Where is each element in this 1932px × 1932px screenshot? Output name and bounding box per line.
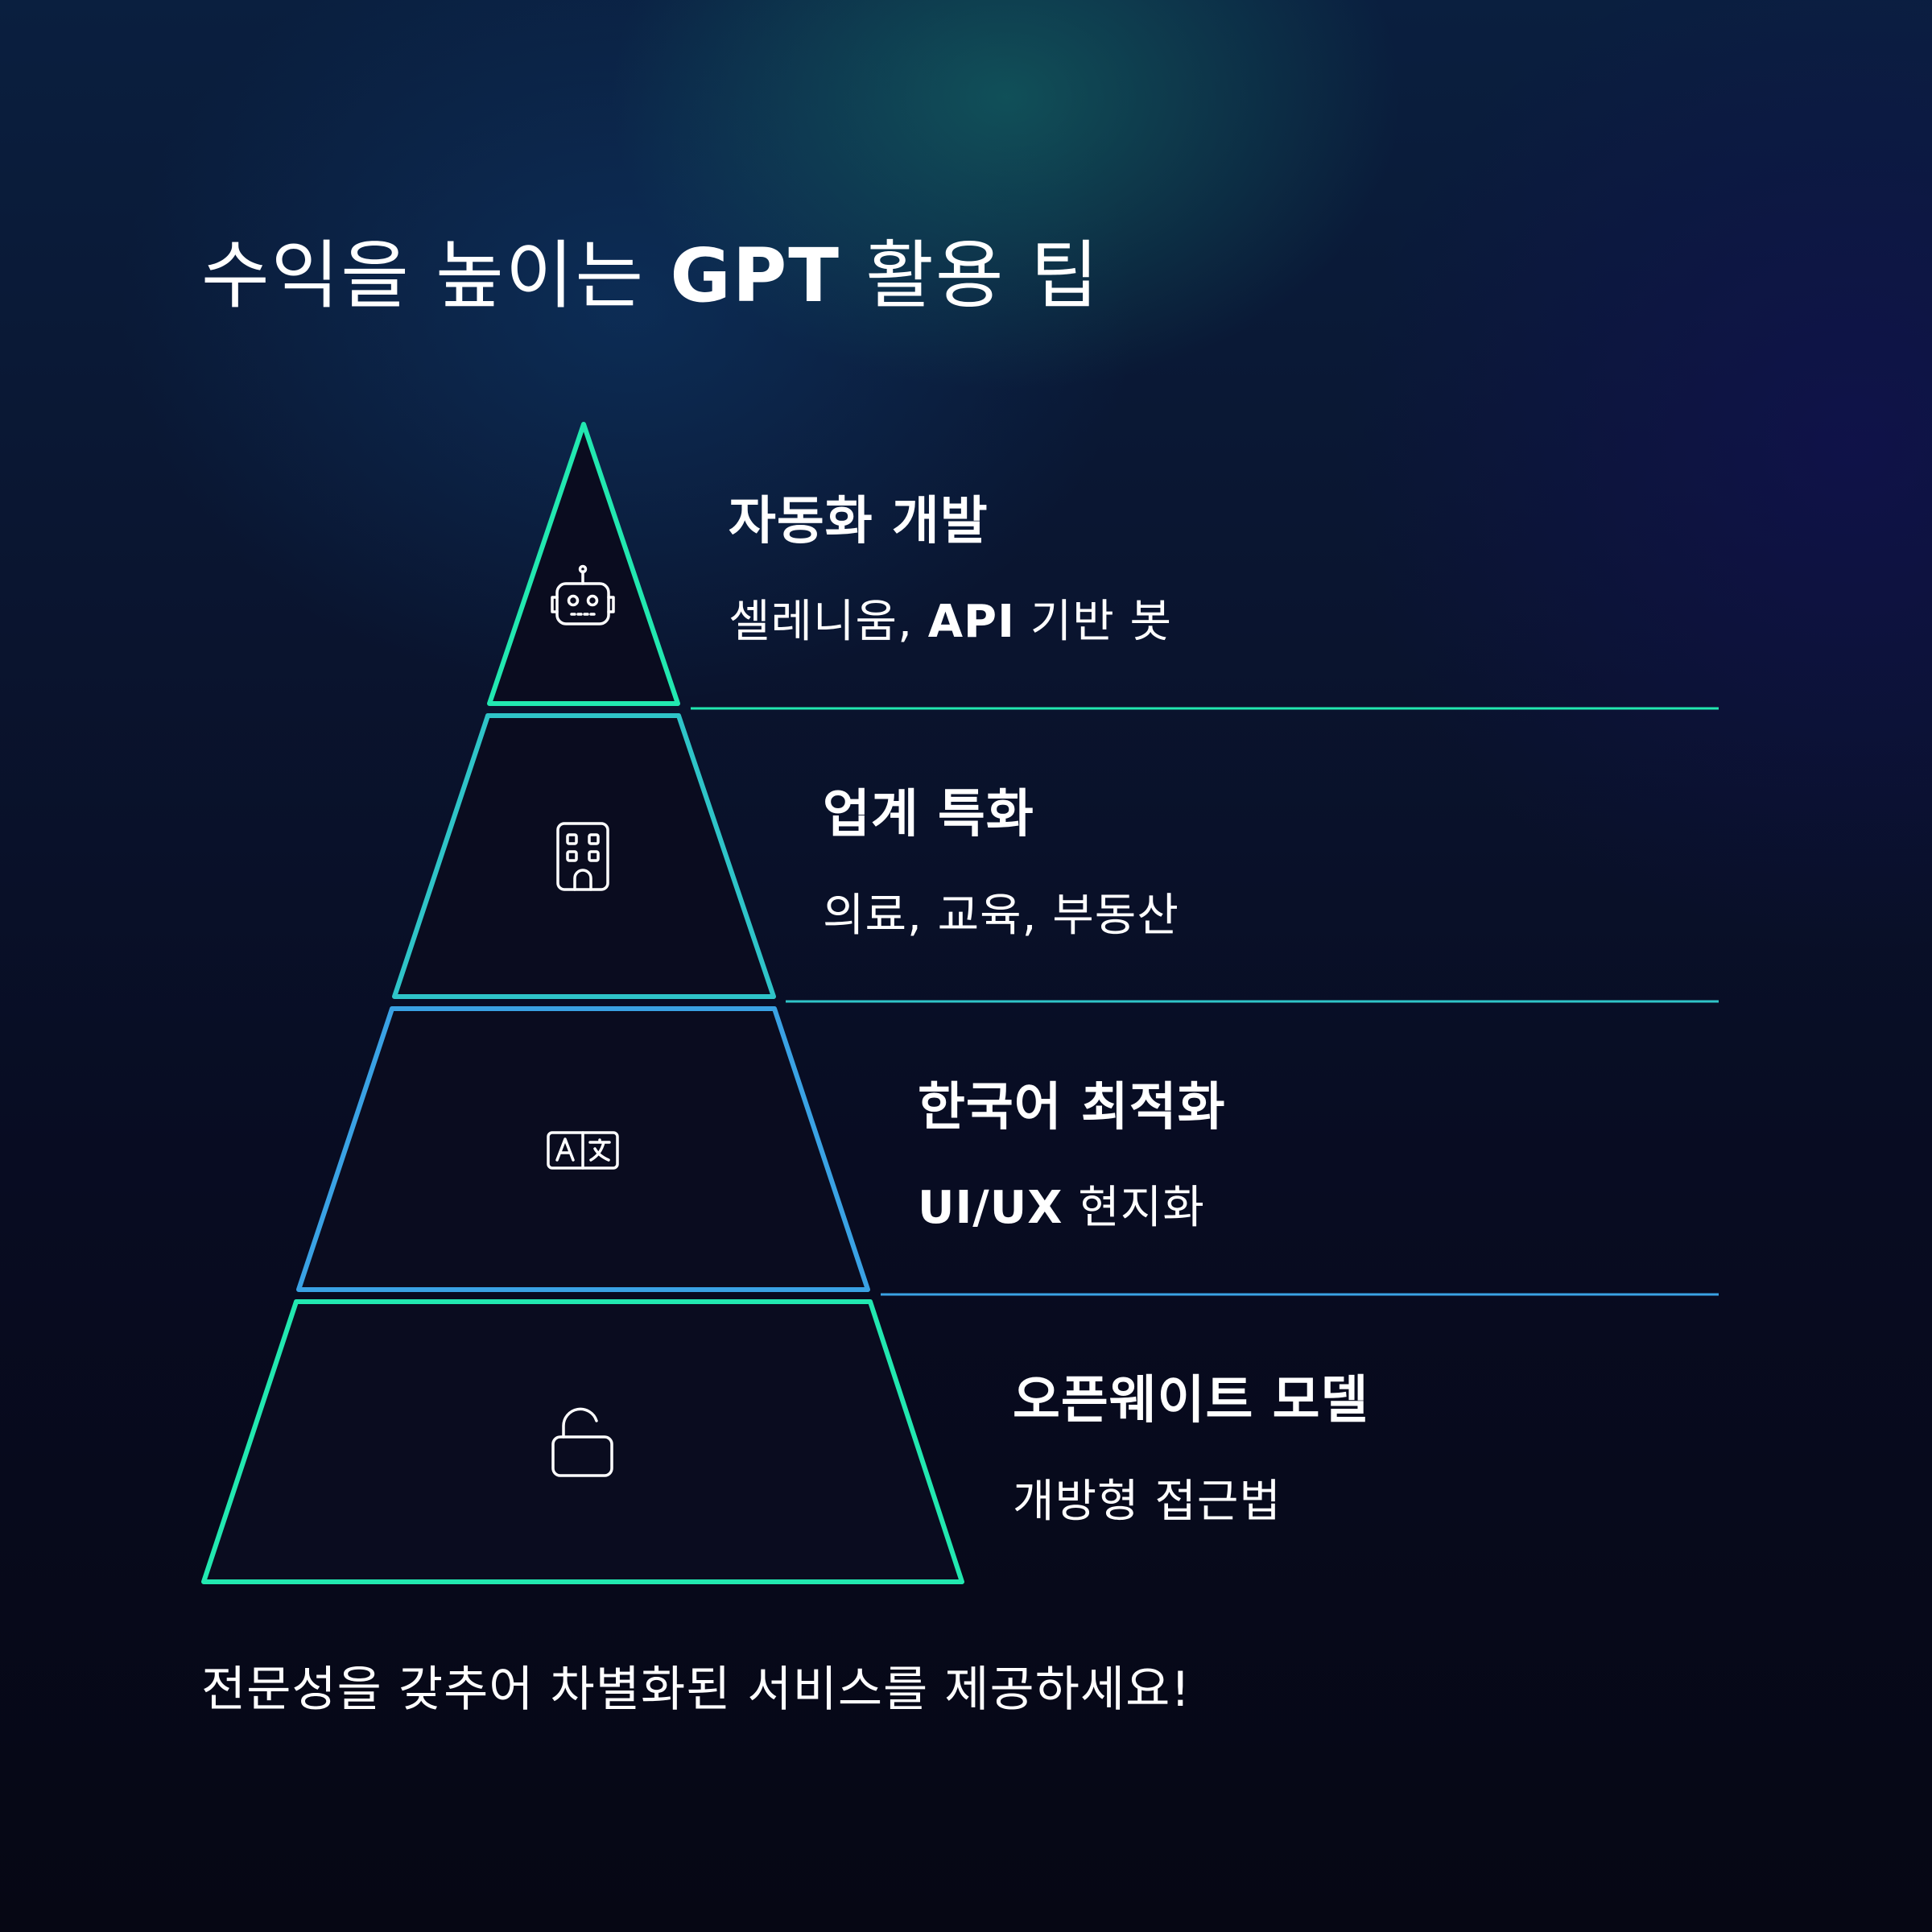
tier-1-description: 셀레니움, API 기반 봇 bbox=[729, 585, 1172, 650]
title-emphasis: GPT bbox=[670, 233, 841, 319]
tier-4-description: 개방형 접근법 bbox=[1013, 1465, 1282, 1530]
tier-3-heading: 한국어 최적화 bbox=[918, 1078, 1226, 1137]
title-text: 수익을 높이는 bbox=[201, 233, 671, 319]
tier-1-desc-post: 기반 봇 bbox=[1014, 596, 1173, 648]
tier-2-shape bbox=[392, 713, 776, 999]
tier-2-heading: 업계 특화 bbox=[823, 785, 1034, 844]
tier-1-shape bbox=[487, 422, 680, 706]
tier-3-desc-emphasis: UI/UX bbox=[918, 1182, 1063, 1234]
tier-1-desc-pre: 셀레니움, bbox=[729, 596, 928, 648]
tier-4-desc-pre: 개방형 접근법 bbox=[1013, 1476, 1282, 1528]
tier-2-description: 의료, 교육, 부동산 bbox=[823, 879, 1179, 944]
tier-2-desc-pre: 의료, 교육, 부동산 bbox=[823, 890, 1179, 942]
tier-1-desc-emphasis: API bbox=[927, 596, 1015, 648]
building-icon bbox=[556, 822, 609, 891]
page-title: 수익을 높이는 GPT 활용 팁 bbox=[201, 216, 1100, 323]
tier-4-shape bbox=[201, 1299, 964, 1584]
tier-4-heading: 오픈웨이트 모델 bbox=[1013, 1371, 1369, 1430]
translate-icon bbox=[547, 1131, 619, 1170]
footer-message: 전문성을 갖추어 차별화된 서비스를 제공하세요! bbox=[201, 1662, 1191, 1718]
unlock-icon bbox=[551, 1407, 613, 1477]
tier-1-heading: 자동화 개발 bbox=[729, 492, 989, 551]
title-suffix: 활용 팁 bbox=[840, 233, 1100, 319]
tier-3-description: UI/UX 현지화 bbox=[918, 1171, 1205, 1236]
tier-3-desc-post: 현지화 bbox=[1063, 1182, 1205, 1234]
robot-icon bbox=[551, 564, 615, 625]
